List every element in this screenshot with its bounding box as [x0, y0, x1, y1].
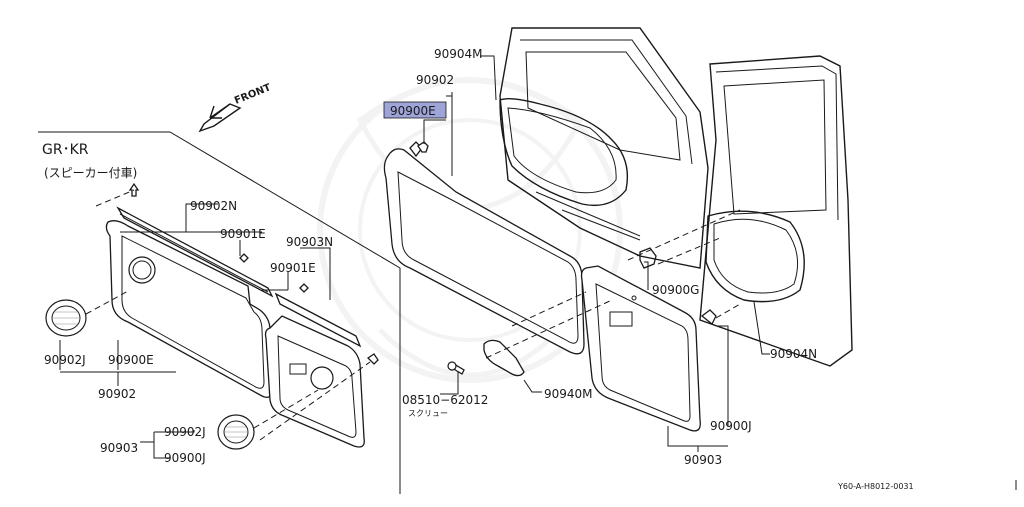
variant-title: GR･KR	[42, 142, 89, 158]
screw-caption: スクリュー	[408, 409, 448, 418]
rear-door-trim-panel	[264, 315, 365, 448]
part-label-90902J-a[interactable]: 90902J	[44, 353, 86, 367]
assembly-line	[85, 189, 371, 441]
front-label: FRONT	[233, 82, 273, 107]
leader-lines-left	[59, 203, 331, 459]
part-label-90900E-highlighted[interactable]: 90900E	[390, 104, 436, 118]
part-label-90940M[interactable]: 90940M	[544, 387, 593, 401]
belt-weatherstrip-front	[116, 206, 274, 298]
front-door-shell	[499, 27, 709, 269]
speaker-grille-front	[45, 299, 87, 337]
part-label-90904N[interactable]: 90904N	[770, 347, 817, 361]
part-label-90902-top[interactable]: 90902	[416, 73, 454, 87]
part-label-90904M[interactable]: 90904M	[434, 47, 483, 61]
part-label-90903-left[interactable]: 90903	[100, 441, 138, 455]
grab-handle	[483, 339, 525, 377]
part-label-90902N[interactable]: 90902N	[190, 199, 237, 213]
figure-code: Y60-A-H8012-0031	[837, 482, 914, 491]
main-rear-door-trim	[580, 265, 701, 432]
belt-weatherstrip-rear	[274, 292, 362, 348]
part-label-90902J-b[interactable]: 90902J	[164, 425, 206, 439]
part-label-90901E-a[interactable]: 90901E	[220, 227, 266, 241]
part-label-90903-right[interactable]: 90903	[684, 453, 722, 467]
assembly-line	[485, 209, 741, 359]
leader-lines-main	[423, 55, 770, 452]
part-label-90900J-left[interactable]: 90900J	[164, 451, 206, 465]
part-label-90903N[interactable]: 90903N	[286, 235, 333, 249]
front-door-trim-panel	[105, 220, 273, 399]
variant-note: (スピーカー付車)	[44, 166, 137, 180]
part-label-08510-62012[interactable]: 08510−62012	[402, 393, 488, 407]
part-label-90900J-right[interactable]: 90900J	[710, 419, 752, 433]
highlighted-part-box[interactable]	[383, 101, 447, 119]
main-clip-icon	[409, 141, 429, 158]
part-label-90900G[interactable]: 90900G	[652, 283, 699, 297]
watermark-emblem	[317, 77, 623, 383]
screw-icon	[447, 361, 465, 375]
clip-90900J-icon	[700, 309, 717, 326]
part-label-90901E-b[interactable]: 90901E	[270, 261, 316, 275]
part-label-90900E-b[interactable]: 90900E	[108, 353, 154, 367]
speaker-grille-rear	[217, 414, 255, 450]
main-front-door-trim	[383, 148, 585, 355]
rear-door-shell	[699, 55, 853, 367]
part-label-90902-bottom[interactable]: 90902	[98, 387, 136, 401]
variant-frame	[38, 131, 401, 494]
front-arrow-icon: FRONT	[198, 82, 273, 133]
